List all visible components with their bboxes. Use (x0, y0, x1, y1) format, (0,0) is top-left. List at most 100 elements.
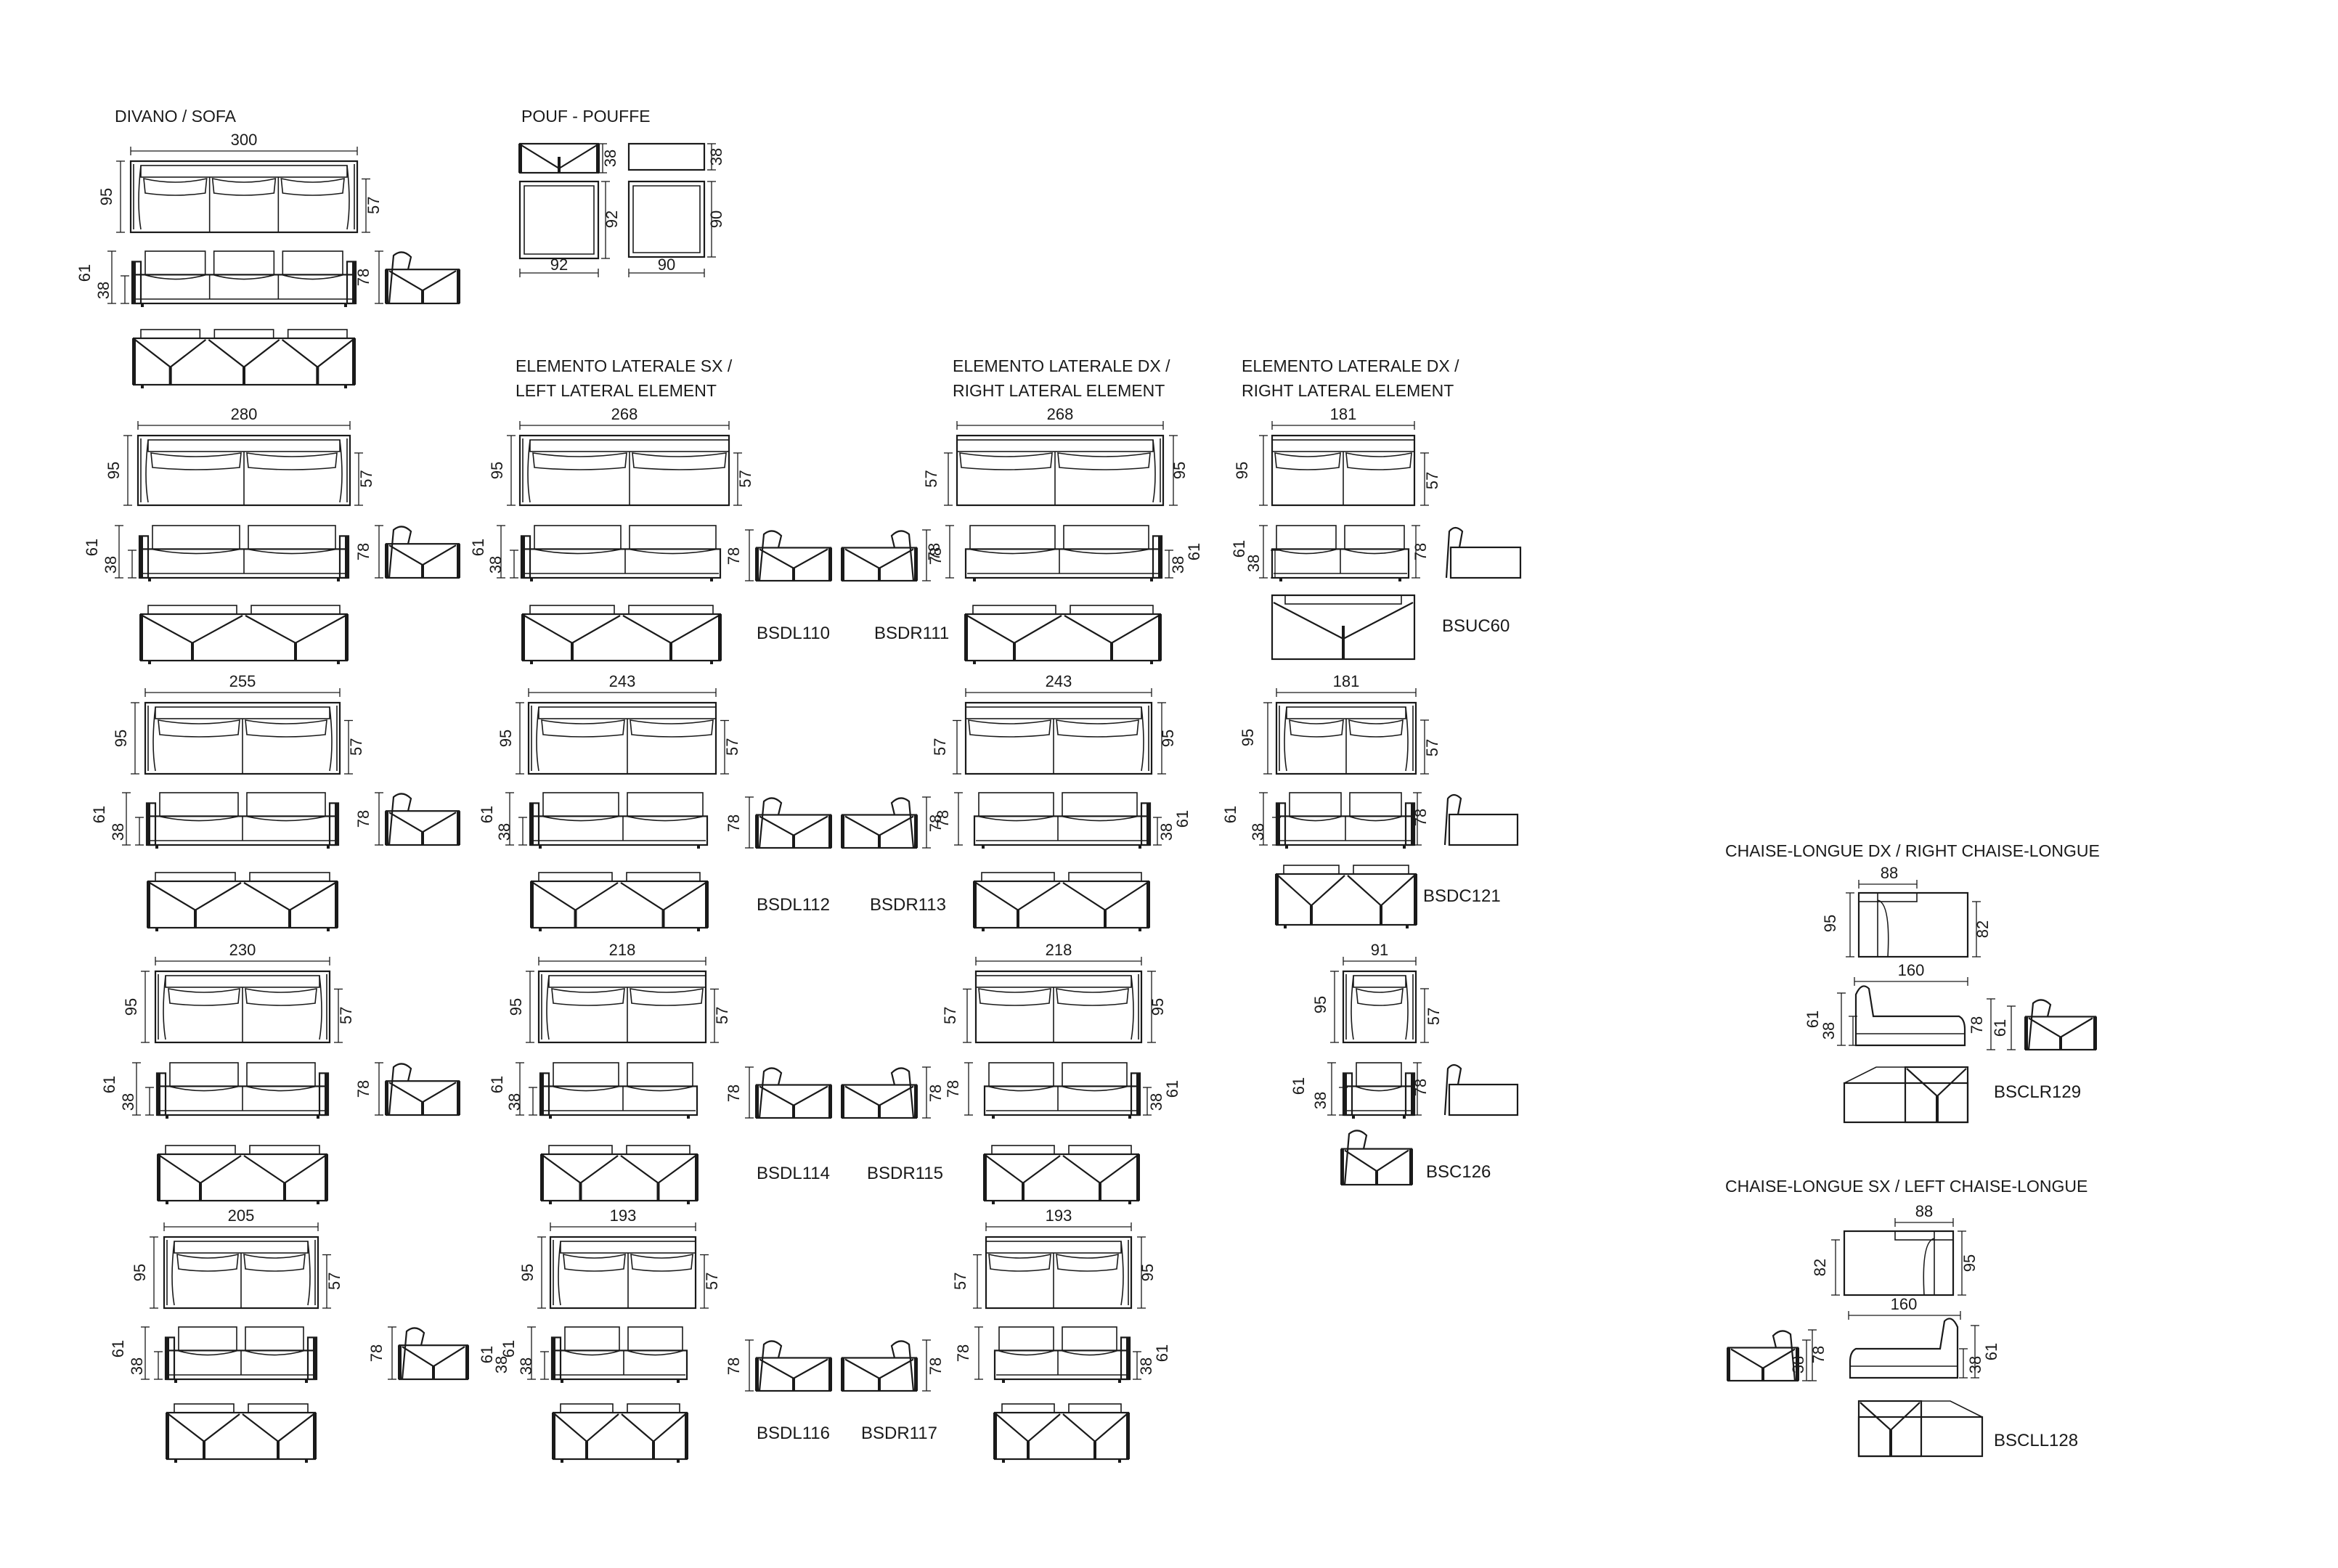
chaise-left (1802, 1218, 1984, 1458)
dimension-label: 95 (518, 1264, 537, 1281)
dimension-label: 95 (1239, 729, 1257, 746)
center-plan-1 (1271, 434, 1416, 507)
dimension-label: 61 (109, 1340, 127, 1357)
dimension-label: 300 (231, 131, 258, 149)
dimension-label: 218 (609, 941, 636, 959)
right-lateral-back-4 (993, 1403, 1130, 1463)
sofa-plan-5 (163, 1236, 319, 1310)
sofa-row-1 (107, 147, 383, 304)
sofa-back-4 (157, 1145, 328, 1204)
left-side-b-2 (841, 797, 918, 849)
dimension-label: 61 (469, 539, 487, 556)
dimension-label: 57 (1423, 739, 1441, 756)
dimension-label: 61 (1991, 1019, 2009, 1037)
dimension-label: 57 (364, 197, 383, 214)
sofa-back-5 (166, 1403, 317, 1463)
left-lateral-front-4 (550, 1326, 688, 1383)
dimension-label: 57 (703, 1273, 721, 1290)
dimension-label: 90 (707, 211, 725, 228)
pouf-side-b (627, 142, 706, 171)
code-bsdr117: BSDR117 (861, 1424, 937, 1443)
dimension-label: 82 (1811, 1259, 1829, 1276)
sofa-front-3 (145, 792, 340, 849)
dimension-label: 255 (229, 672, 256, 690)
dimension-label: 78 (725, 1357, 743, 1375)
title-pouf: POUF - POUFFE (521, 107, 651, 126)
code-bsuc60: BSUC60 (1442, 616, 1510, 636)
left-lateral-front-1 (520, 525, 722, 581)
code-bsdc121: BSDC121 (1423, 886, 1501, 906)
code-bsdr111: BSDR111 (874, 624, 949, 643)
dimension-label: 61 (1163, 1080, 1181, 1098)
center-back-1 (1271, 594, 1416, 661)
pouf-side-a (518, 142, 600, 174)
sofa-front-1 (131, 250, 357, 307)
dimension-label: 57 (931, 738, 949, 756)
dimension-label: 57 (1425, 1008, 1443, 1025)
sofa-front-2 (138, 525, 350, 581)
dimension-label: 78 (725, 814, 743, 832)
pouf-drawings (518, 142, 716, 277)
left-side-a-1 (755, 530, 832, 582)
left-side-a-3 (755, 1067, 832, 1119)
dimension-label: 38 (1820, 1022, 1838, 1040)
dimension-label: 95 (497, 730, 515, 747)
sofa-row-2 (115, 421, 383, 579)
dimension-label: 95 (488, 462, 506, 479)
dimension-label: 78 (354, 1080, 372, 1098)
dimension-label: 61 (1221, 806, 1239, 823)
dimension-label: 92 (603, 211, 621, 228)
sofa-front-5 (164, 1326, 318, 1383)
dimension-label: 61 (1982, 1343, 2000, 1360)
title-left-lateral-line1: ELEMENTO LATERALE SX / (516, 356, 733, 375)
left-side-a-2 (755, 797, 832, 849)
chaise-right-front (1854, 985, 1966, 1047)
center-front-2 (1275, 792, 1416, 849)
dimension-label: 38 (109, 823, 127, 841)
dimension-label: 78 (354, 269, 372, 286)
dimension-label: 38 (119, 1093, 137, 1111)
dimension-label: 61 (1290, 1077, 1308, 1095)
center-plan-2 (1275, 701, 1417, 775)
dimension-label: 95 (1139, 1264, 1157, 1281)
sofa-plan-2 (137, 434, 351, 507)
dimension-label: 95 (105, 462, 123, 479)
title-right-lateral-line2: RIGHT LATERAL ELEMENT (953, 381, 1165, 400)
title-chaise-right: CHAISE-LONGUE DX / RIGHT CHAISE-LONGUE (1725, 841, 2100, 860)
dimension-label: 78 (954, 1344, 972, 1362)
dimension-label: 38 (1157, 823, 1176, 841)
dimension-label: 61 (83, 539, 101, 556)
dimension-label: 61 (488, 1076, 506, 1093)
code-bsc126: BSC126 (1426, 1162, 1491, 1182)
right-lateral-front-1 (964, 525, 1163, 581)
dimension-label: 38 (492, 1356, 510, 1373)
right-lateral-plan-2 (964, 701, 1153, 775)
model-codes: BSDL110 BSDR111 BSUC60 BSDL112 BSDR113 B… (757, 616, 2081, 1450)
dimension-label: 57 (736, 470, 754, 487)
dimension-label: 78 (934, 810, 952, 828)
pouf-plan-a (518, 180, 600, 260)
sofa-row-4 (132, 957, 383, 1116)
dimension-label: 61 (1173, 810, 1192, 828)
dimension-label: 88 (1915, 1202, 1933, 1220)
dimension-label: 38 (94, 282, 113, 299)
right-lateral-front-2 (973, 792, 1152, 849)
right-lateral-plan-4 (985, 1236, 1133, 1310)
dimension-label: 95 (112, 730, 130, 747)
dimension-label: 38 (505, 1093, 524, 1111)
dimension-label: 88 (1881, 864, 1898, 882)
dimension-label: 78 (926, 547, 945, 565)
dimension-label: 38 (486, 556, 505, 573)
left-lateral-plan-4 (549, 1236, 697, 1310)
chaise-right-side (2024, 999, 2097, 1051)
dimension-label: 280 (231, 405, 258, 423)
code-bsdl114: BSDL114 (757, 1164, 830, 1183)
title-left-lateral-line2: LEFT LATERAL ELEMENT (516, 381, 717, 400)
left-lateral-row-3 (516, 957, 931, 1119)
sofa-side-1 (385, 251, 460, 305)
title-right-lateral-b-line2: RIGHT LATERAL ELEMENT (1242, 381, 1454, 400)
sofa-row-5 (141, 1222, 396, 1380)
left-lateral-front-2 (529, 792, 709, 849)
